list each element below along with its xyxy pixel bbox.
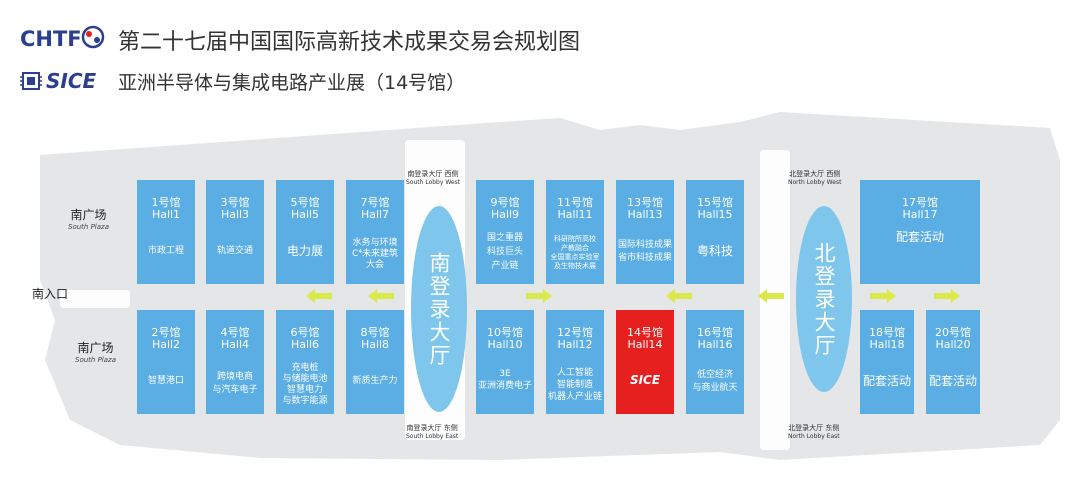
north-lobby-east-label: 北登录大厅 东侧 North Lobby East [788,424,840,440]
arrow-left-icon [368,289,394,303]
page-subtitle: 亚洲半导体与集成电路产业展（14号馆） [118,72,466,94]
arrow-left-icon [306,289,332,303]
arrow-right-icon [526,289,552,303]
south-plaza-bottom-label: 南广场 South Plaza [75,341,116,364]
page-title: 第二十七届中国国际高新技术成果交易会规划图 [118,30,581,55]
north-lobby-west-label: 北登录大厅 西侧 North Lobby West [788,170,842,186]
sice-logo: SICE [20,67,96,95]
south-entrance-label: 南入口 [32,287,69,301]
south-lobby-west-label: 南登录大厅 西侧 South Lobby West [406,170,461,186]
chtf-logo-text: CHTF [20,27,82,51]
chip-icon [20,72,42,90]
chtf-logo-icon [81,25,105,49]
south-lobby-east-label: 南登录大厅 东侧 South Lobby East [406,424,459,440]
sice-hall-badge: SICE [629,373,661,387]
arrow-left-icon [666,289,692,303]
south-lobby[interactable]: 南登录大厅 [411,206,467,412]
sice-logo-text: SICE [46,69,97,93]
south-plaza-top-label: 南广场 South Plaza [68,208,109,231]
north-lobby[interactable]: 北登录大厅 [796,206,852,392]
arrow-right-icon [870,289,896,303]
arrow-left-icon [758,289,784,303]
arrow-right-icon [934,289,960,303]
